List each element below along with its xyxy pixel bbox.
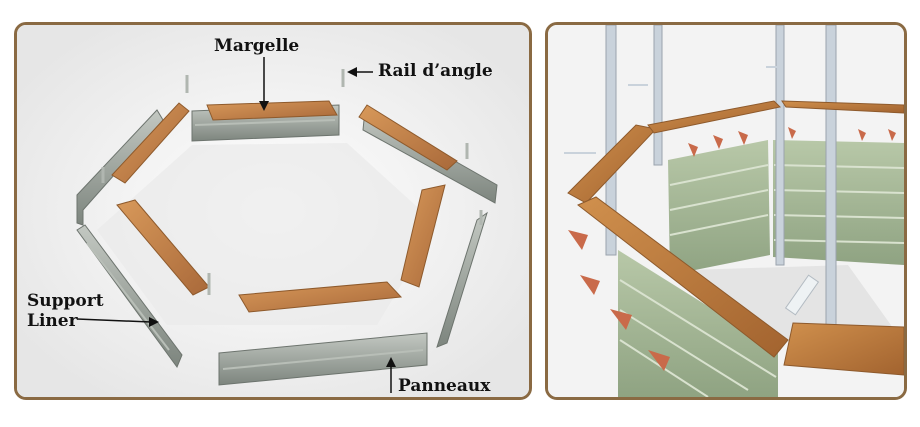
- vertical-posts: [605, 25, 837, 346]
- corner-rail: [784, 274, 820, 316]
- margelle-board-front: [238, 281, 403, 313]
- margelle-board-right-front: [400, 184, 446, 288]
- exploded-view-panel: Margelle Rail d’angle Support Liner Pann…: [14, 22, 532, 400]
- margelle-board-back: [206, 100, 338, 121]
- margelle-board-back-left: [647, 100, 782, 134]
- closeup-illustration: [548, 25, 904, 397]
- panneaux-label: Panneaux: [398, 376, 491, 396]
- corner-rails: [101, 69, 483, 295]
- margelle-label: Margelle: [214, 36, 300, 56]
- support-liner-label-line1: Support: [27, 291, 104, 311]
- rail-angle-arrow: [347, 67, 373, 77]
- margelle-board-right-back: [358, 104, 458, 171]
- wall-panel-right-front: [436, 211, 488, 348]
- margelle-board-front-right: [783, 322, 904, 376]
- margelle-arrow: [259, 57, 269, 111]
- panneaux-arrow: [386, 357, 396, 393]
- support-liner-arrow: [76, 317, 159, 327]
- margelle-board-back-right: [781, 100, 904, 114]
- post-brackets: [564, 66, 778, 154]
- back-wall-panels: [668, 140, 904, 275]
- exploded-view-illustration: [17, 25, 529, 397]
- support-brackets: [568, 127, 896, 371]
- margelle-board-front-left: [577, 196, 789, 358]
- rail-angle-label: Rail d’angle: [378, 61, 493, 81]
- closeup-view-panel: [545, 22, 907, 400]
- support-liner-label-line2: Liner: [27, 311, 78, 331]
- margelle-board-left-back: [111, 102, 190, 184]
- wall-panel-front: [218, 332, 428, 386]
